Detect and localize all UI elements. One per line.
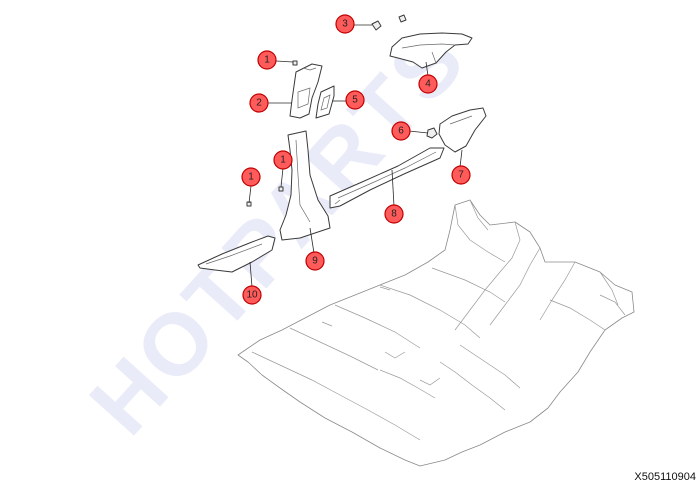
callout-label: 2 — [256, 98, 262, 109]
part-4-upper-trim — [389, 32, 473, 69]
callout-4[interactable]: 4 — [418, 74, 438, 94]
callout-label: 1 — [248, 172, 254, 183]
callout-7[interactable]: 7 — [451, 165, 471, 185]
part-8-door-sill-scuff — [329, 147, 445, 209]
part-1-screws — [246, 60, 298, 207]
callout-6[interactable]: 6 — [391, 121, 411, 141]
callout-label: 10 — [246, 290, 258, 301]
callout-1-lower[interactable]: 1 — [241, 167, 261, 187]
callout-circle — [257, 50, 277, 70]
floor-carpet — [237, 199, 635, 467]
callout-label: 1 — [264, 55, 270, 66]
callout-label: 8 — [391, 209, 397, 220]
callout-label: 5 — [352, 95, 358, 106]
callout-circle — [273, 150, 293, 170]
callout-circle — [242, 285, 262, 305]
callout-2[interactable]: 2 — [249, 93, 269, 113]
callout-3[interactable]: 3 — [335, 14, 355, 34]
leader-lines — [248, 24, 463, 288]
part-2-pillar-upper-trim — [289, 63, 323, 119]
callout-circle — [345, 90, 365, 110]
callout-circle — [305, 251, 325, 271]
callout-circle — [384, 204, 404, 224]
callout-circle — [335, 14, 355, 34]
callout-circle — [451, 165, 471, 185]
callout-9[interactable]: 9 — [305, 251, 325, 271]
callout-1-middle[interactable]: 1 — [273, 150, 293, 170]
callout-label: 6 — [398, 126, 404, 137]
part-9-pillar-lower-trim — [279, 130, 331, 241]
diagram-code: X505110904 — [634, 471, 696, 483]
callout-circle — [391, 121, 411, 141]
callout-label: 3 — [342, 19, 348, 30]
part-5-bracket — [315, 85, 335, 119]
callout-label: 9 — [312, 256, 318, 267]
callout-5[interactable]: 5 — [345, 90, 365, 110]
callout-circle — [241, 167, 261, 187]
part-6-clip — [426, 127, 438, 139]
part-3-fasteners — [371, 14, 407, 31]
callout-label: 7 — [458, 170, 464, 181]
callout-circle — [418, 74, 438, 94]
callout-10[interactable]: 10 — [242, 285, 262, 305]
part-7-sill-end-trim — [438, 107, 487, 153]
callout-label: 4 — [425, 79, 431, 90]
part-10-front-sill-scuff — [197, 235, 276, 273]
callout-8[interactable]: 8 — [384, 204, 404, 224]
callout-circle — [249, 93, 269, 113]
callout-label: 1 — [280, 155, 286, 166]
callout-1-top[interactable]: 1 — [257, 50, 277, 70]
